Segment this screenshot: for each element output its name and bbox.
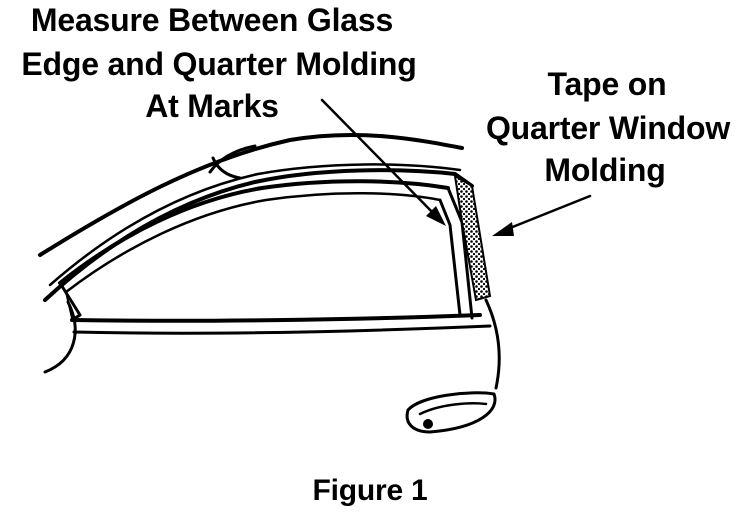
figure-caption: Figure 1 (312, 474, 428, 507)
tape-arrow-line (498, 194, 592, 234)
door-handle-inner (418, 402, 488, 416)
measure-callout-line-3: At Marks (145, 88, 279, 124)
tape-callout-line-3: Molding (544, 152, 666, 188)
door-lock-icon (423, 419, 433, 429)
door-frame-inner-3 (64, 192, 442, 294)
window-sill-top (70, 313, 482, 323)
door-rear-edge (484, 298, 501, 390)
glass-rear-edge (438, 198, 462, 317)
door-frame-inner-1 (48, 163, 462, 287)
measure-arrow-line (320, 98, 442, 222)
roof-line (38, 132, 464, 257)
measure-callout-line-2: Edge and Quarter Molding (21, 46, 417, 82)
tape-callout-line-1: Tape on (547, 66, 667, 102)
roof-trim-curve (211, 156, 242, 180)
measure-arrowhead (426, 206, 446, 226)
quarter-molding-tape (453, 174, 492, 302)
door-frame-inner-2 (58, 179, 450, 285)
tape-callout-line-2: Quarter Window (485, 110, 731, 146)
front-door-curve (43, 300, 77, 374)
measure-callout-line-1: Measure Between Glass (30, 2, 394, 38)
window-sill-bottom (72, 324, 492, 335)
roof-trim (208, 144, 257, 174)
door-handle-outline (405, 391, 497, 434)
tape-arrowhead (492, 222, 514, 236)
